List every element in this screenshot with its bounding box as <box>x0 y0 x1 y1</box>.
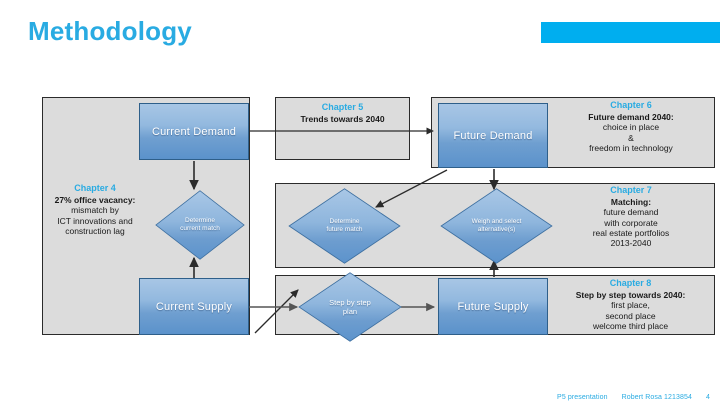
chapter-4-subtitle: 27% office vacancy: <box>54 194 136 205</box>
chapter-4-heading: Chapter 4 <box>74 183 116 193</box>
footer-presentation: P5 presentation <box>557 394 608 401</box>
footer-page-number: 4 <box>706 394 710 401</box>
decision-determine-current-match: Determine current match <box>155 190 245 260</box>
box-future-demand: Future Demand <box>438 103 548 168</box>
chapter-5-text: Chapter 5 Trends towards 2040 <box>277 102 408 124</box>
decision-label: Weigh and select alternative(s) <box>471 217 522 233</box>
chapter-7-line: with corporate <box>604 217 658 228</box>
chapter-8-line: second place <box>605 310 656 321</box>
panel-chapter-5 <box>275 97 410 160</box>
box-current-demand: Current Demand <box>139 103 249 160</box>
decision-label: Determine current match <box>180 216 220 232</box>
chapter-7-text: Chapter 7 Matching: future demand with c… <box>551 185 711 249</box>
chapter-6-text: Chapter 6 Future demand 2040: choice in … <box>551 100 711 153</box>
decision-weigh-select: Weigh and select alternative(s) <box>440 188 553 264</box>
chapter-6-line: freedom in technology <box>589 143 673 154</box>
chapter-8-subtitle: Step by step towards 2040: <box>575 289 686 300</box>
chapter-8-heading: Chapter 8 <box>609 278 652 288</box>
chapter-5-heading: Chapter 5 <box>321 102 364 112</box>
chapter-6-heading: Chapter 6 <box>610 100 652 110</box>
footer-author: Robert Rosa 1213854 <box>621 394 692 401</box>
title-accent-bar <box>541 22 720 43</box>
chapter-7-line: 2013-2040 <box>610 238 652 249</box>
chapter-6-subtitle: Future demand 2040: <box>588 111 674 122</box>
box-current-supply: Current Supply <box>139 278 249 335</box>
chapter-7-line: future demand <box>603 207 659 218</box>
page-title: Methodology <box>28 16 192 46</box>
chapter-5-subtitle: Trends towards 2040 <box>300 113 385 124</box>
box-future-supply: Future Supply <box>438 278 548 335</box>
chapter-8-line: first place, <box>611 300 650 311</box>
chapter-4-line: construction lag <box>65 226 125 237</box>
decision-determine-future-match: Determine future match <box>288 188 401 264</box>
chapter-4-line: mismatch by <box>71 205 119 216</box>
chapter-7-line: real estate portfolios <box>592 228 670 239</box>
chapter-6-line: & <box>628 132 634 143</box>
chapter-4-line: ICT innovations and <box>57 215 133 226</box>
chapter-8-text: Chapter 8 Step by step towards 2040: fir… <box>547 278 714 331</box>
chapter-7-heading: Chapter 7 <box>610 185 652 195</box>
chapter-7-subtitle: Matching: <box>610 196 652 207</box>
slide-footer: P5 presentation Robert Rosa 1213854 4 <box>557 394 710 401</box>
chapter-8-line: welcome third place <box>592 321 669 332</box>
decision-label: Determine future match <box>326 217 363 233</box>
decision-label: Step by step plan <box>329 297 371 316</box>
decision-step-by-step-plan: Step by step plan <box>298 272 402 342</box>
chapter-4-text: Chapter 4 27% office vacancy: mismatch b… <box>45 183 145 236</box>
chapter-6-line: choice in place <box>602 122 660 133</box>
